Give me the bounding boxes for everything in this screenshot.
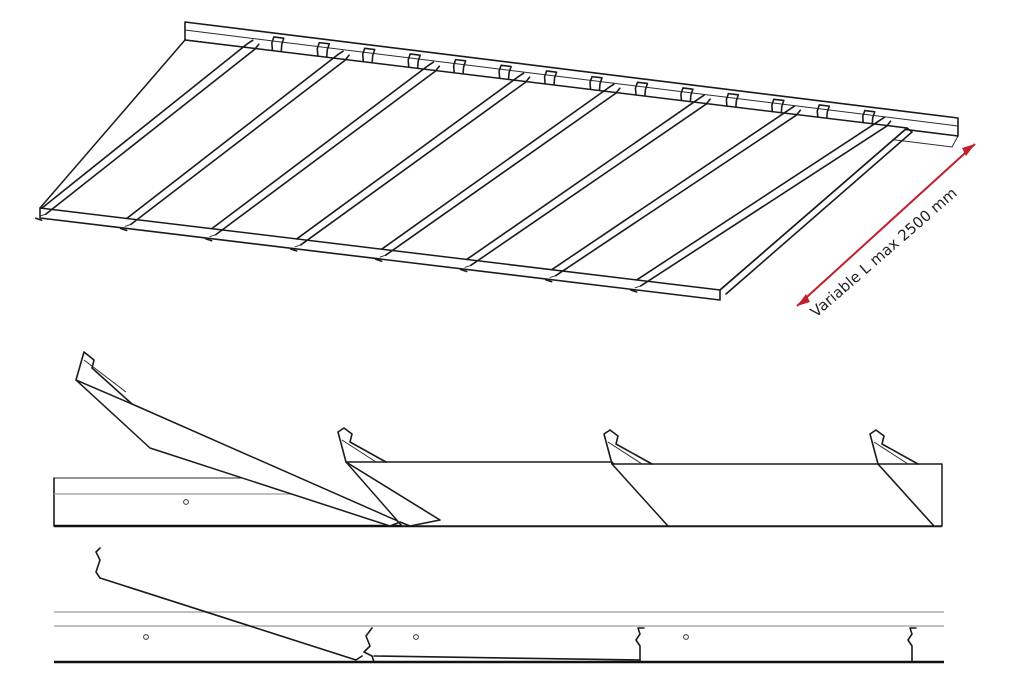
panel-joint bbox=[345, 461, 441, 527]
panel-rib bbox=[204, 61, 441, 242]
installation-perspective-view bbox=[53, 351, 943, 528]
panel-rib bbox=[459, 94, 711, 273]
installed-panel bbox=[337, 427, 669, 527]
panel-rib bbox=[34, 39, 260, 222]
panel-field bbox=[39, 39, 908, 291]
panel-rib bbox=[629, 116, 892, 293]
section-hooks bbox=[635, 627, 917, 663]
panel-rib bbox=[119, 50, 350, 232]
installed-panel bbox=[869, 429, 943, 527]
section-tilted-panel bbox=[95, 547, 363, 661]
isometric-ceiling-view: Variable L max 2500 mm bbox=[34, 21, 976, 321]
section-hook bbox=[907, 627, 917, 663]
panel-rib bbox=[719, 127, 913, 295]
installed-panels bbox=[337, 427, 943, 527]
section-hook bbox=[635, 627, 645, 663]
panel-rib bbox=[374, 83, 621, 263]
panel-rib bbox=[544, 105, 802, 283]
panel-ribs bbox=[34, 39, 913, 295]
installation-section-view bbox=[54, 547, 944, 664]
panel-rib bbox=[289, 72, 531, 252]
tilted-panel bbox=[75, 351, 401, 527]
